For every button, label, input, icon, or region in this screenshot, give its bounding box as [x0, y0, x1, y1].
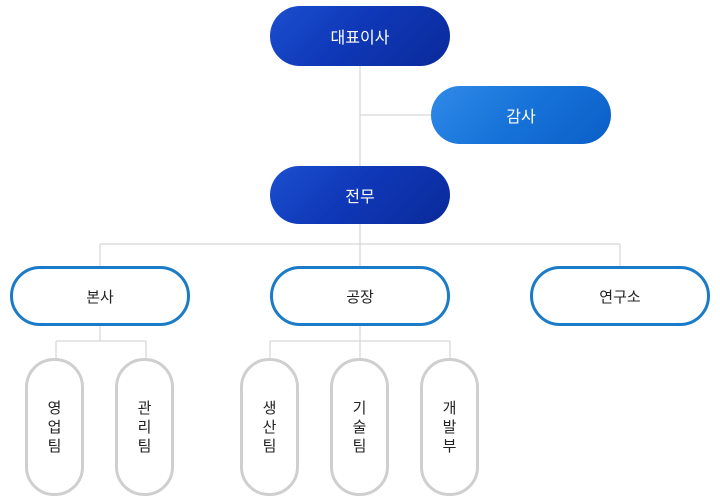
- team-label-char: 영: [47, 398, 62, 417]
- ceo-label: 대표이사: [330, 28, 390, 47]
- hq-label: 본사: [86, 287, 114, 306]
- audit-label: 감사: [506, 107, 536, 126]
- factory-node[interactable]: 공장: [270, 266, 450, 326]
- team-label-char: 생: [262, 398, 277, 417]
- ceo-node[interactable]: 대표이사: [270, 6, 450, 66]
- team-label-char: 팀: [47, 436, 62, 455]
- team-label-char: 관: [137, 398, 152, 417]
- lab-label: 연구소: [599, 287, 641, 306]
- team-label-char: 부: [442, 436, 457, 455]
- hq-node[interactable]: 본사: [10, 266, 190, 326]
- factory-label: 공장: [346, 287, 374, 306]
- team-label-char: 기: [352, 398, 367, 417]
- team-label-char: 업: [47, 417, 62, 436]
- team-label-char: 술: [352, 417, 367, 436]
- director-label: 전무: [345, 187, 375, 206]
- team-label-char: 팀: [352, 436, 367, 455]
- lab-node[interactable]: 연구소: [530, 266, 710, 326]
- team-label-char: 리: [137, 417, 152, 436]
- team-label-char: 발: [442, 417, 457, 436]
- director-node[interactable]: 전무: [270, 166, 450, 224]
- team-label-char: 팀: [137, 436, 152, 455]
- audit-node[interactable]: 감사: [431, 86, 611, 144]
- team-label-char: 팀: [262, 436, 277, 455]
- team-label-char: 개: [442, 398, 457, 417]
- team-label-char: 산: [262, 417, 277, 436]
